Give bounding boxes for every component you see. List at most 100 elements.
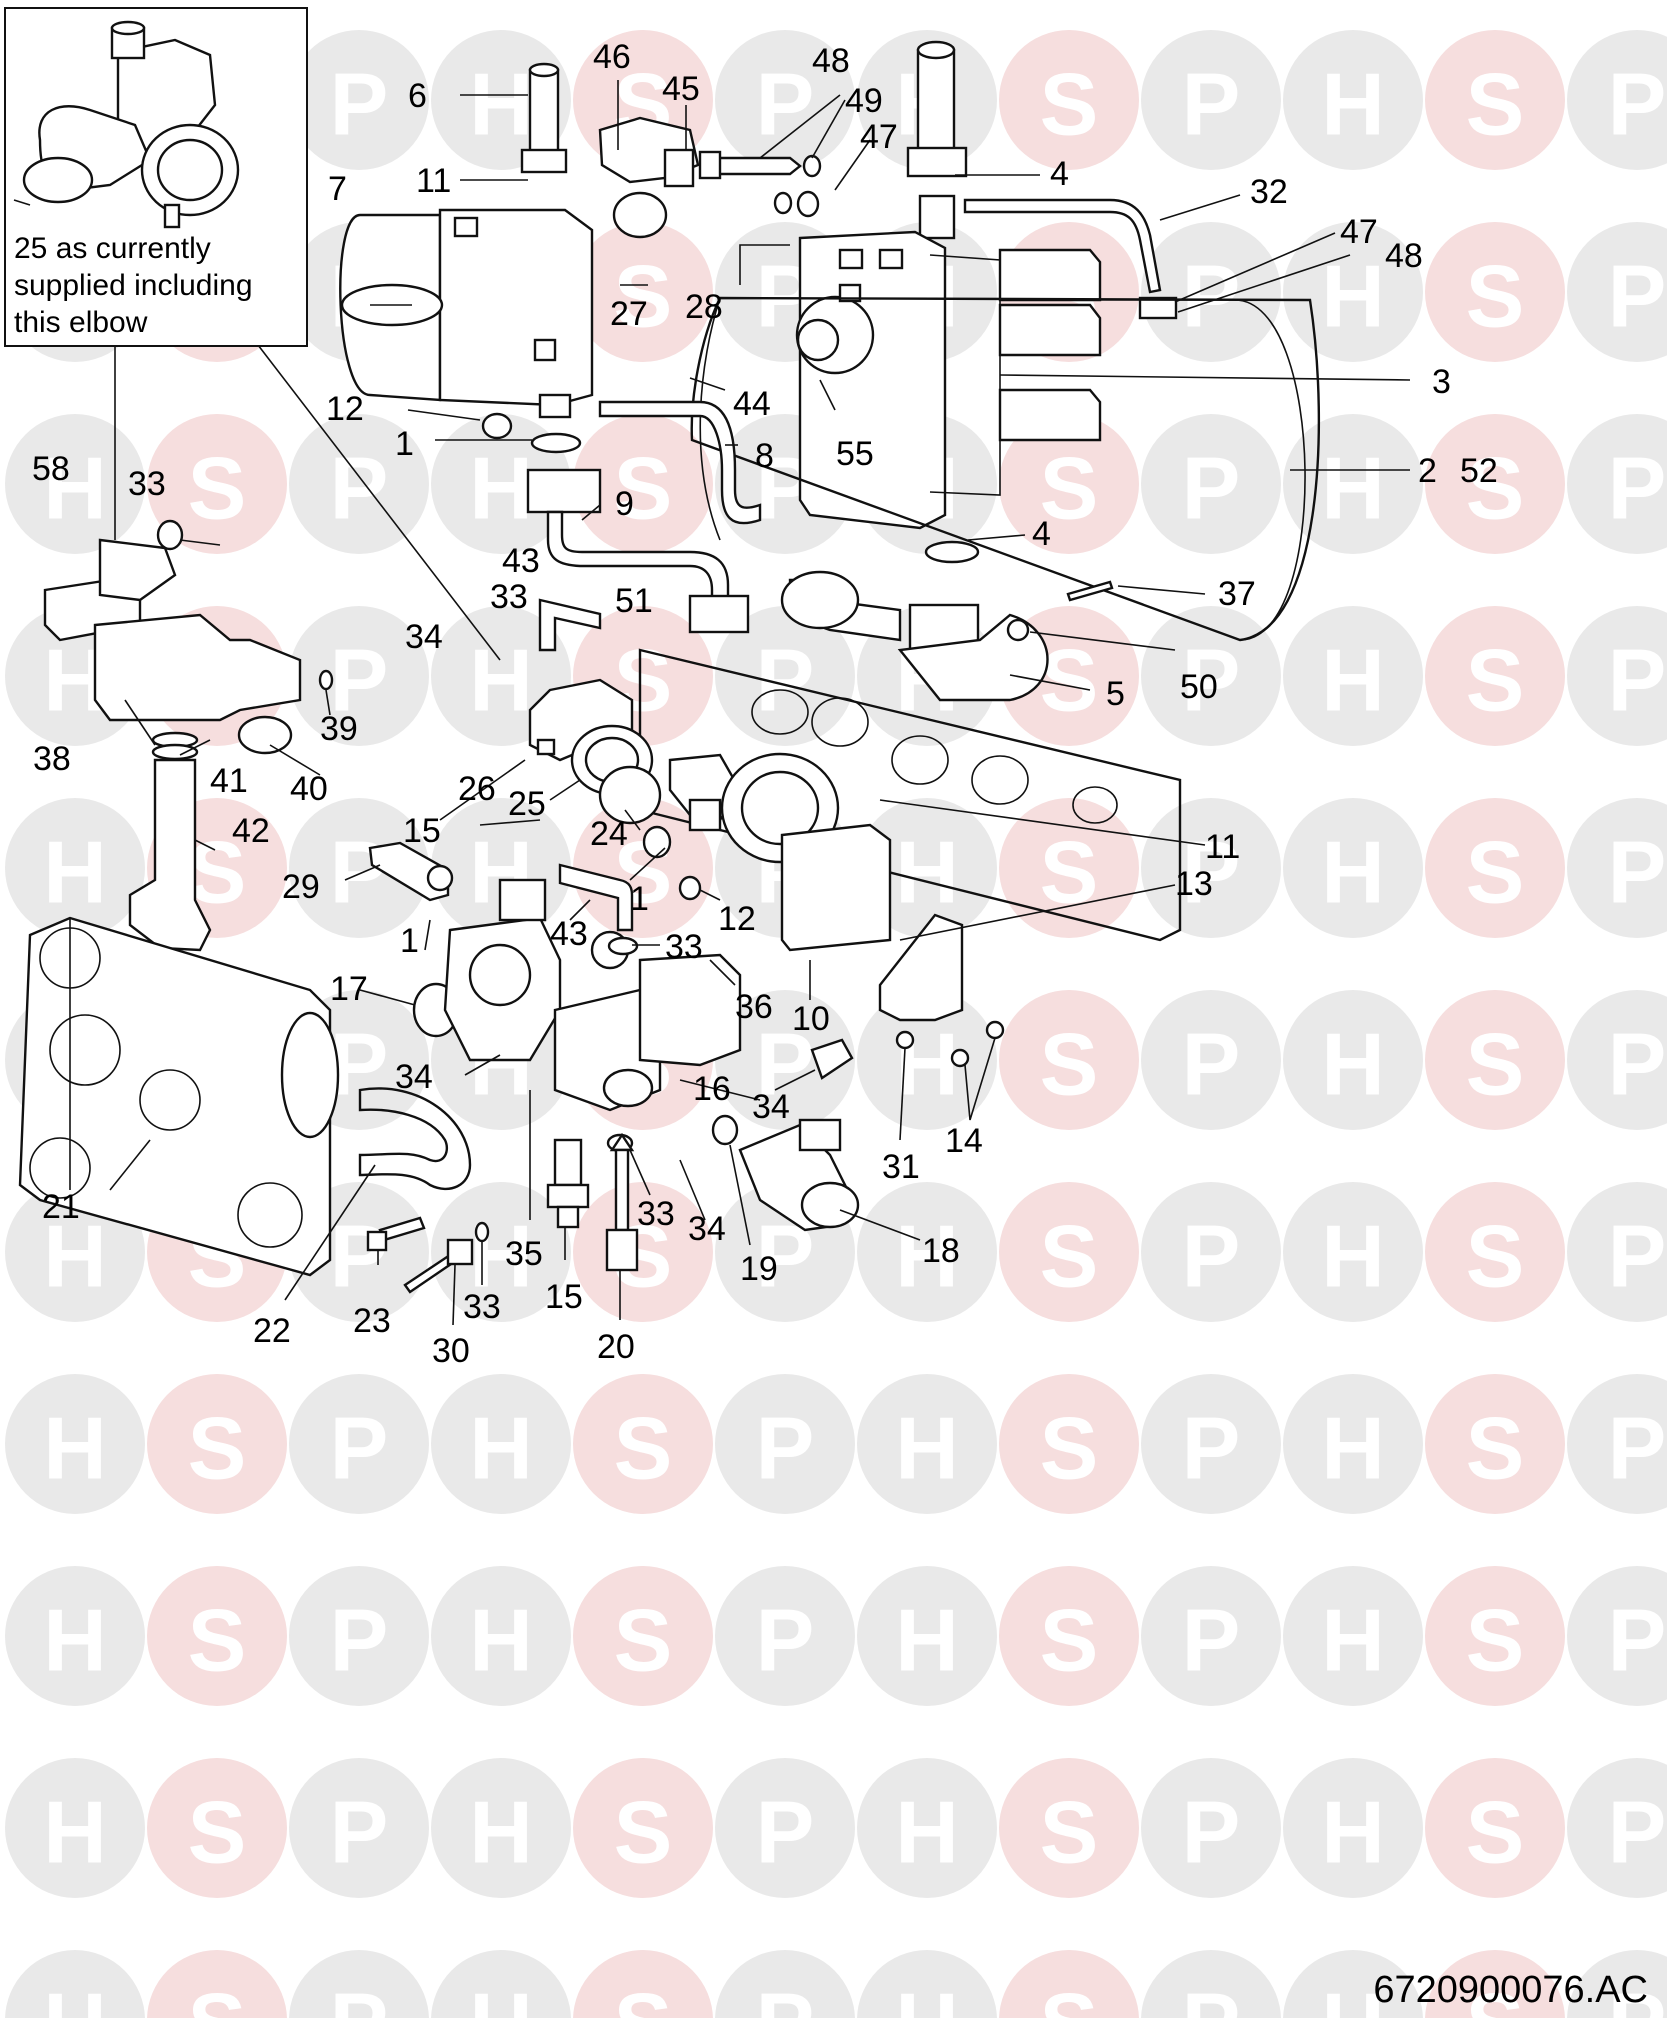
watermark-s-mark: S [147, 1374, 287, 1514]
o-ring-33-30[interactable] [474, 1221, 490, 1243]
svg-text:P: P [330, 631, 389, 730]
flow-sensor-45[interactable] [598, 116, 700, 239]
pipe-32[interactable] [963, 198, 1162, 294]
svg-text:H: H [1321, 1783, 1385, 1882]
pipe-9[interactable] [526, 468, 750, 634]
drain-valve-15[interactable] [546, 1138, 590, 1229]
pump-body[interactable] [339, 208, 594, 419]
inset-caption-line-1: 25 as currently [14, 232, 211, 265]
watermark-h-mark: H [857, 1566, 997, 1706]
o-ring-39[interactable] [318, 669, 334, 691]
svg-text:S: S [1040, 1015, 1099, 1114]
callout-48: 48 [812, 42, 850, 80]
o-ring-12-mid[interactable] [678, 875, 702, 901]
bracket-13[interactable] [878, 913, 964, 1022]
svg-text:H: H [43, 1975, 107, 2018]
svg-text:H: H [43, 823, 107, 922]
screw-23[interactable] [366, 1216, 426, 1252]
svg-text:H: H [43, 1399, 107, 1498]
washer-47[interactable] [796, 190, 820, 218]
svg-text:P: P [330, 439, 389, 538]
o-ring-33-left[interactable] [156, 519, 184, 551]
callout-52: 52 [1460, 452, 1498, 490]
svg-text:H: H [895, 1207, 959, 1306]
gas-cock-38[interactable] [43, 538, 302, 755]
svg-text:P: P [330, 55, 389, 154]
callout-35: 35 [505, 1235, 543, 1273]
bracket-29[interactable] [368, 841, 450, 902]
watermark-h-mark: H [1283, 798, 1423, 938]
screw-14b[interactable] [985, 1020, 1005, 1040]
o-ring-12-top[interactable] [481, 412, 513, 440]
watermark-p-mark: P [1567, 1182, 1667, 1322]
pipe-4-top[interactable] [906, 40, 968, 240]
watermark-h-mark: H [5, 798, 145, 938]
screw-26[interactable] [536, 738, 556, 756]
svg-text:P: P [756, 1591, 815, 1690]
screw-31[interactable] [895, 1030, 915, 1050]
sensor-48[interactable] [698, 150, 802, 180]
pipe-6[interactable] [520, 62, 568, 174]
svg-text:S: S [1466, 631, 1525, 730]
pipe-43[interactable] [558, 863, 634, 932]
safety-valve-18[interactable] [738, 1118, 860, 1232]
pin-20[interactable] [605, 1132, 639, 1272]
pipe-42[interactable] [128, 758, 212, 952]
watermark-h-mark: H [1283, 606, 1423, 746]
manifold-16[interactable] [443, 878, 742, 1112]
screw-37[interactable] [1066, 580, 1114, 602]
svg-text:P: P [1608, 631, 1667, 730]
callout-33-mid: 33 [665, 928, 703, 966]
motor-10[interactable] [810, 1038, 854, 1080]
svg-text:S: S [1466, 823, 1525, 922]
watermark-s-mark: S [1425, 798, 1565, 938]
svg-text:S: S [1040, 55, 1099, 154]
o-ring-49b[interactable] [773, 191, 793, 215]
screw-14a[interactable] [950, 1048, 970, 1068]
diverter-valve[interactable] [668, 752, 892, 952]
svg-text:S: S [1466, 55, 1525, 154]
leader-lines [109, 80, 1411, 1326]
watermark-p-mark: P [1567, 1374, 1667, 1514]
washer-1-top[interactable] [530, 432, 582, 454]
callout-11-top: 11 [416, 162, 451, 200]
pipe-8[interactable] [598, 400, 762, 525]
watermark-s-mark: S [999, 798, 1139, 938]
sensor-30[interactable] [403, 1238, 474, 1294]
watermark-h-mark: H [1283, 990, 1423, 1130]
elbow-25[interactable] [528, 678, 662, 825]
plate-heat-exchanger-21[interactable] [18, 916, 340, 1277]
gas-valve-3[interactable] [795, 230, 1102, 530]
o-ring-49[interactable] [802, 154, 822, 178]
svg-text:S: S [188, 1783, 247, 1882]
watermark-s-mark: S [573, 414, 713, 554]
watermark-s-mark: S [999, 414, 1139, 554]
clip-22[interactable] [358, 1087, 472, 1191]
washer-4-bottom[interactable] [924, 540, 980, 564]
nut-47-48[interactable] [1138, 296, 1178, 320]
callout-25: 25 [508, 785, 546, 823]
svg-text:S: S [1466, 1975, 1525, 2018]
watermark-s-mark: S [573, 1758, 713, 1898]
callout-33-left: 33 [128, 465, 166, 503]
callout-6: 6 [408, 77, 427, 115]
callout-26: 26 [458, 770, 496, 808]
svg-text:H: H [1321, 1591, 1385, 1690]
callout-17: 17 [330, 970, 368, 1008]
callout-46: 46 [593, 38, 631, 76]
o-ring-41b[interactable] [151, 743, 199, 761]
o-ring-1-mid[interactable] [642, 825, 672, 859]
watermark-p-mark: P [1567, 414, 1667, 554]
svg-text:P: P [1182, 1207, 1241, 1306]
watermark-p-mark: P [715, 1758, 855, 1898]
callout-20: 20 [597, 1328, 635, 1366]
o-ring-50[interactable] [1006, 618, 1030, 642]
o-ring-33-mid[interactable] [607, 936, 639, 956]
inset-elbow-detail: 25 as currently supplied including this … [4, 7, 308, 347]
watermark-p-mark: P [715, 990, 855, 1130]
pipe-51[interactable] [538, 598, 602, 652]
o-ring-19[interactable] [711, 1114, 739, 1146]
watermark-h-mark: H [1283, 1758, 1423, 1898]
watermark-h-mark: H [5, 1566, 145, 1706]
svg-text:H: H [469, 439, 533, 538]
